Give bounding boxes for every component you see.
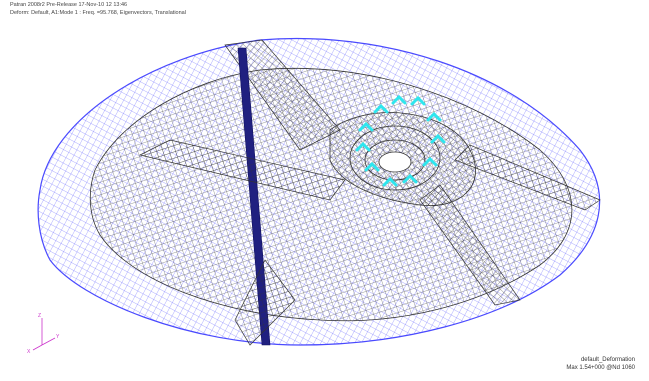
constraint-marker bbox=[373, 103, 389, 114]
result-title: default_Deformation bbox=[580, 357, 635, 363]
x-axis bbox=[32, 344, 43, 351]
subtitle-line: Deform: Default, A1:Mode 1 : Freq. =95.7… bbox=[10, 10, 186, 16]
x-label: X bbox=[27, 349, 31, 355]
max-value-label: Max 1.54+000 @Nd 1060 bbox=[566, 365, 635, 371]
constraint-marker bbox=[355, 141, 371, 152]
constraint-marker bbox=[402, 173, 418, 184]
blade-stiffeners bbox=[138, 39, 601, 346]
hub bbox=[349, 125, 441, 191]
y-label: Y bbox=[56, 334, 60, 340]
constraint-marker bbox=[426, 111, 442, 122]
constraint-marker bbox=[410, 95, 426, 106]
constraint-marker bbox=[358, 121, 374, 132]
constraint-marker bbox=[391, 94, 407, 105]
constraint-markers bbox=[355, 94, 446, 187]
coordinate-triad: Z Y X bbox=[27, 313, 60, 355]
constraint-marker bbox=[422, 156, 438, 167]
constraint-marker bbox=[430, 133, 446, 144]
constraint-marker bbox=[364, 161, 380, 172]
y-axis bbox=[41, 337, 56, 346]
title-line: Patran 2008r2 Pre-Release 17-Nov-10 12 1… bbox=[10, 2, 128, 8]
constraint-marker bbox=[382, 176, 398, 187]
z-label: Z bbox=[38, 313, 41, 319]
